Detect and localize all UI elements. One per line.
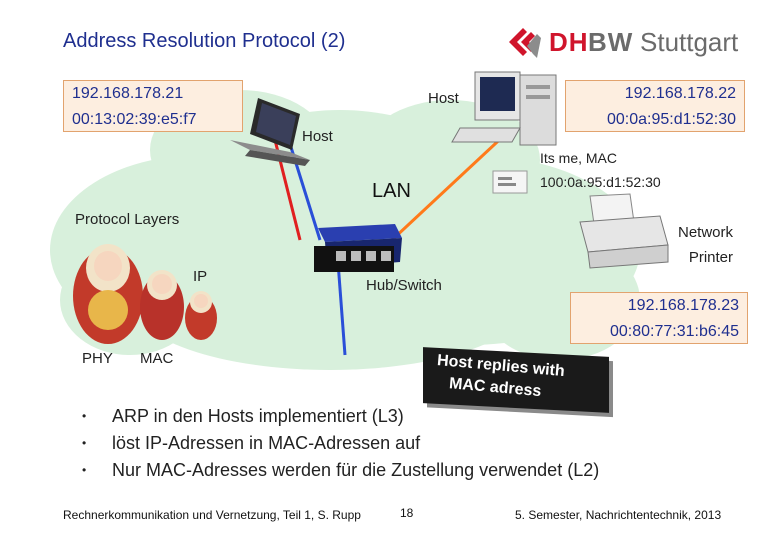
reply-card-text: Its me, MAC 100:0a:95:d1:52:30 (540, 146, 661, 194)
page-title: Address Resolution Protocol (2) (63, 30, 346, 52)
bullet-item: • ARP in den Hosts implementiert (L3) (82, 403, 599, 430)
host-b-label: Host (428, 90, 459, 107)
bullet-text: ARP in den Hosts implementiert (L3) (112, 406, 404, 426)
footer-right: 5. Semester, Nachrichtentechnik, 2013 (515, 508, 722, 522)
hub-switch-label: Hub/Switch (366, 277, 442, 294)
host-a-mac: 00:13:02:39:e5:f7 (72, 111, 197, 128)
host-a-ip: 192.168.178.21 (72, 85, 184, 102)
bullet-item: • Nur MAC-Adresses werden für die Zustell… (82, 457, 599, 484)
logo-text-city: Stuttgart (640, 27, 739, 57)
bullet-dot: • (82, 436, 87, 450)
reply-card-icon (492, 170, 528, 194)
bullet-text: löst IP-Adressen in MAC-Adressen auf (112, 433, 421, 453)
host-a-label: Host (302, 128, 333, 145)
layer-phy-label: PHY (82, 350, 113, 367)
printer-label: Network Printer (678, 220, 733, 270)
host-b-mac: 00:0a:95:d1:52:30 (606, 111, 736, 128)
request-arrow (390, 128, 512, 242)
printer-label-line1: Network (678, 224, 734, 241)
printer-icon (579, 193, 669, 269)
printer-ip: 192.168.178.23 (627, 297, 739, 314)
matryoshka-dolls-icon (73, 244, 217, 344)
host-b-address-box: 192.168.178.22 00:0a:95:d1:52:30 (565, 80, 745, 132)
hub-switch-icon (314, 224, 402, 272)
bullet-text: Nur MAC-Adresses werden für die Zustellu… (112, 460, 600, 480)
reply-arrow (270, 127, 302, 241)
bullet-list: • ARP in den Hosts implementiert (L3) • lö… (82, 403, 599, 484)
layer-ip-label: IP (193, 268, 208, 285)
host-a-address-box: 192.168.178.21 00:13:02:39:e5:f7 (63, 80, 243, 132)
laptop-icon (230, 98, 310, 166)
bullet-item: • löst IP-Adressen in MAC-Adressen auf (82, 430, 599, 457)
reply-card-line1: Its me, MAC (540, 150, 618, 166)
lan-label: LAN (372, 180, 411, 202)
bullet-dot: • (82, 463, 87, 477)
dhbw-logo-icon (509, 28, 541, 58)
logo-text-dh: DH (549, 27, 589, 57)
reply-card-line2: 100:0a:95:d1:52:30 (540, 174, 661, 190)
footer-page-number: 18 (400, 506, 414, 520)
printer-label-line2: Printer (688, 249, 734, 266)
logo-text-bw: BW (588, 27, 634, 57)
protocol-layers-title: Protocol Layers (75, 211, 180, 228)
printer-address-box: 192.168.178.23 00:80:77:31:b6:45 (570, 292, 748, 344)
footer-left: Rechnerkommunikation und Vernetzung, Tei… (63, 508, 361, 522)
dhbw-logo: DH BW Stuttgart (505, 22, 745, 64)
path-arrow-right (336, 261, 347, 356)
host-b-ip: 192.168.178.22 (624, 85, 736, 102)
layer-mac-label: MAC (140, 350, 174, 367)
printer-mac: 00:80:77:31:b6:45 (609, 323, 739, 340)
bullet-dot: • (82, 409, 87, 423)
desktop-icon (451, 71, 557, 146)
